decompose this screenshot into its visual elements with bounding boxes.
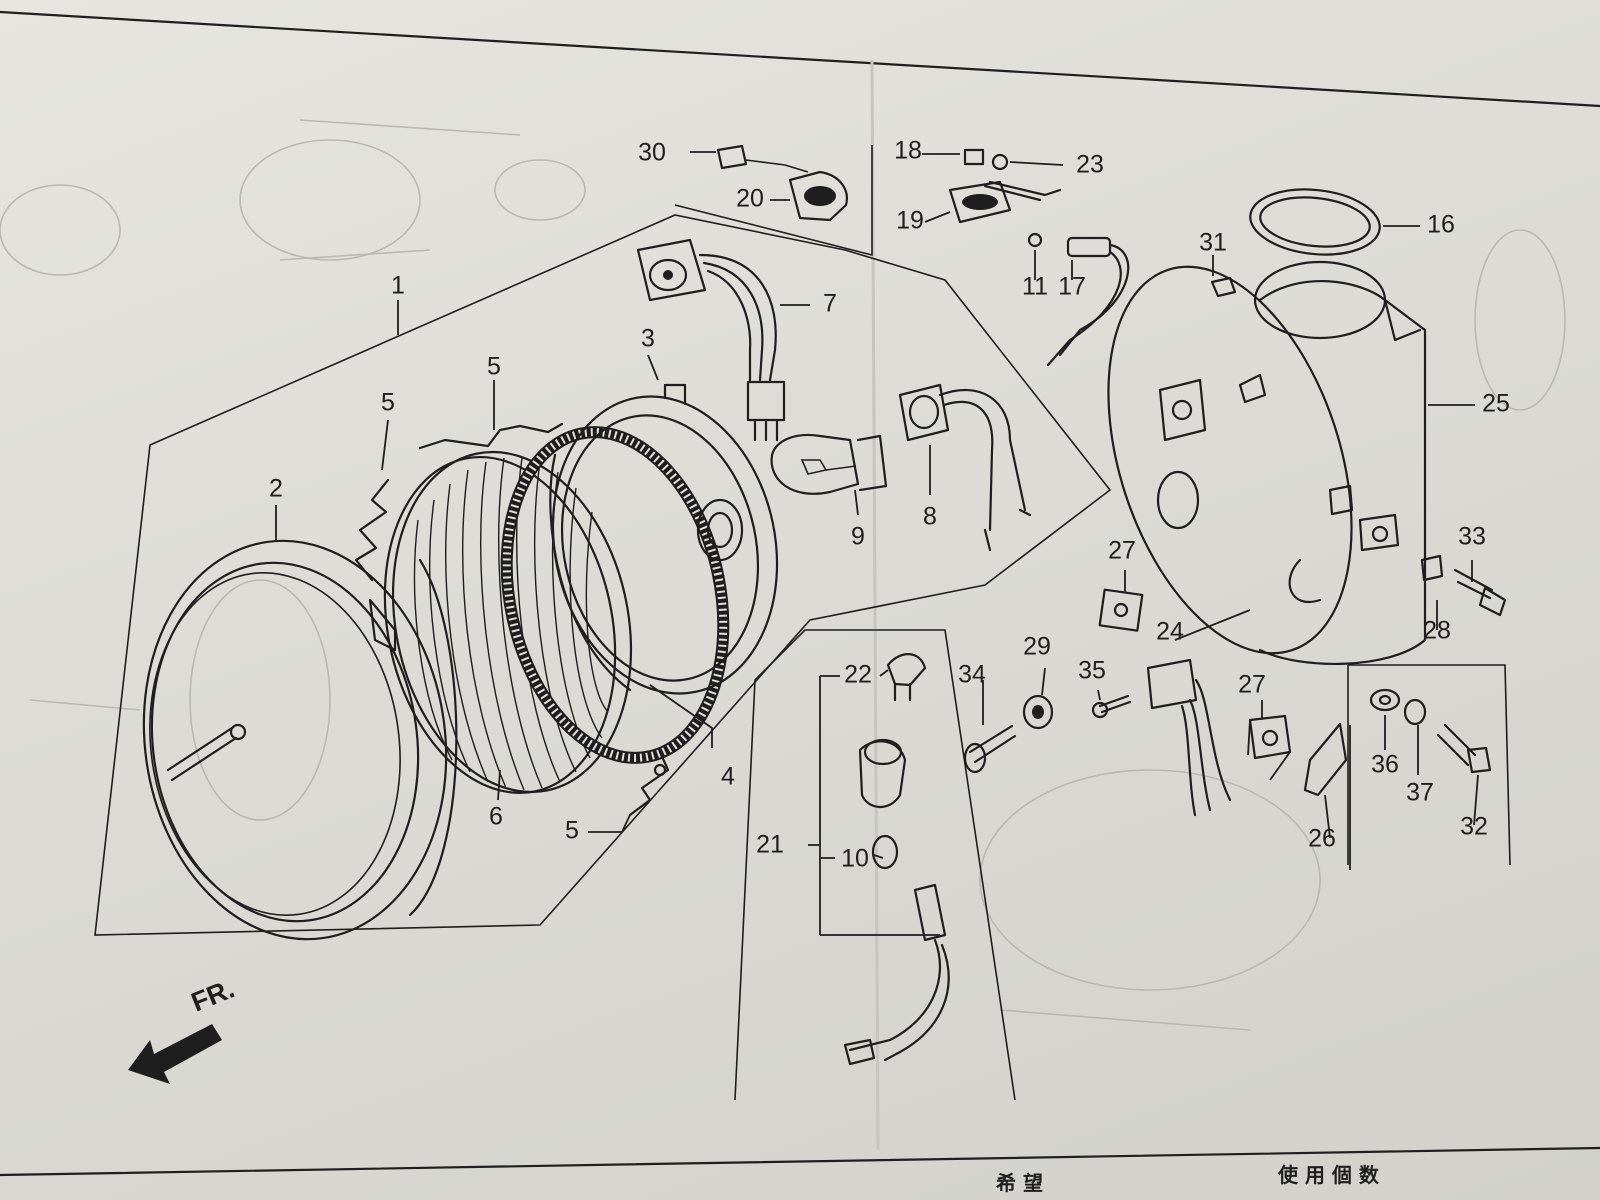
bleed-through-ghost bbox=[0, 119, 1566, 1031]
case-bolt bbox=[1420, 554, 1507, 617]
mounting-bolt-set bbox=[1369, 688, 1492, 774]
callout-24: 24 bbox=[1156, 618, 1184, 646]
bracket-hardware bbox=[963, 588, 1348, 817]
case-gasket bbox=[1210, 188, 1381, 298]
callout-35: 35 bbox=[1078, 657, 1106, 685]
callout-16: 16 bbox=[1427, 211, 1455, 239]
front-direction-arrow: FR. bbox=[128, 973, 239, 1084]
callout-1: 1 bbox=[391, 272, 405, 300]
callout-22: 22 bbox=[844, 661, 872, 689]
callout-30: 30 bbox=[638, 139, 666, 167]
callout-6: 6 bbox=[489, 803, 503, 831]
grommet-and-pad bbox=[716, 144, 848, 222]
callout-36: 36 bbox=[1371, 751, 1399, 779]
callout-27a: 27 bbox=[1108, 537, 1136, 565]
spring-clips bbox=[354, 422, 670, 817]
assembly-boundaries bbox=[94, 145, 1511, 1101]
callout-9: 9 bbox=[851, 523, 865, 551]
page-top-rule bbox=[0, 10, 1600, 108]
callout-21: 21 bbox=[756, 831, 784, 859]
callout-3: 3 bbox=[641, 325, 655, 353]
callout-17: 17 bbox=[1058, 273, 1086, 301]
callout-28: 28 bbox=[1423, 617, 1451, 645]
callout-5b: 5 bbox=[487, 353, 501, 381]
callout-31: 31 bbox=[1199, 229, 1227, 257]
paper-fold bbox=[870, 59, 880, 1151]
callout-34: 34 bbox=[958, 661, 986, 689]
callout-labels: 1 2 3 4 5 5 5 6 7 8 9 10 11 16 17 18 19 … bbox=[269, 137, 1510, 873]
footer-table-rule bbox=[0, 1146, 1600, 1177]
position-light-socket bbox=[898, 383, 1032, 552]
callout-27b: 27 bbox=[1238, 671, 1266, 699]
direction-label: FR. bbox=[187, 973, 239, 1017]
callout-23: 23 bbox=[1076, 151, 1104, 179]
callout-20: 20 bbox=[736, 185, 764, 213]
headlight-bulb bbox=[770, 433, 888, 495]
bulb-socket-harness bbox=[636, 238, 786, 442]
callout-4: 4 bbox=[721, 763, 735, 791]
headlight-lens-unit bbox=[383, 450, 633, 795]
callout-33: 33 bbox=[1458, 523, 1486, 551]
callout-26: 26 bbox=[1308, 825, 1336, 853]
callout-10: 10 bbox=[841, 845, 869, 873]
callout-7: 7 bbox=[823, 290, 837, 318]
callout-32: 32 bbox=[1460, 813, 1488, 841]
callout-29: 29 bbox=[1023, 633, 1051, 661]
callout-37: 37 bbox=[1406, 779, 1434, 807]
headlight-case bbox=[1107, 260, 1427, 666]
pilot-socket-parts bbox=[948, 148, 1062, 224]
callout-5c: 5 bbox=[565, 817, 579, 845]
callout-8: 8 bbox=[923, 503, 937, 531]
callout-19: 19 bbox=[896, 207, 924, 235]
mounting-ring bbox=[549, 383, 779, 695]
resistor-and-clip bbox=[1027, 232, 1130, 367]
callout-18: 18 bbox=[894, 137, 922, 165]
callout-5a: 5 bbox=[381, 389, 395, 417]
callout-11: 11 bbox=[1022, 273, 1048, 301]
callout-2: 2 bbox=[269, 475, 283, 503]
footer-heading-request: 希 望 bbox=[996, 1171, 1043, 1195]
callout-leaders bbox=[275, 151, 1479, 936]
footer-heading-quantity: 使 用 個 数 bbox=[1277, 1163, 1380, 1187]
headlight-rim bbox=[142, 539, 458, 941]
callout-25: 25 bbox=[1482, 390, 1510, 418]
pilot-lamp-harness bbox=[843, 653, 950, 1066]
